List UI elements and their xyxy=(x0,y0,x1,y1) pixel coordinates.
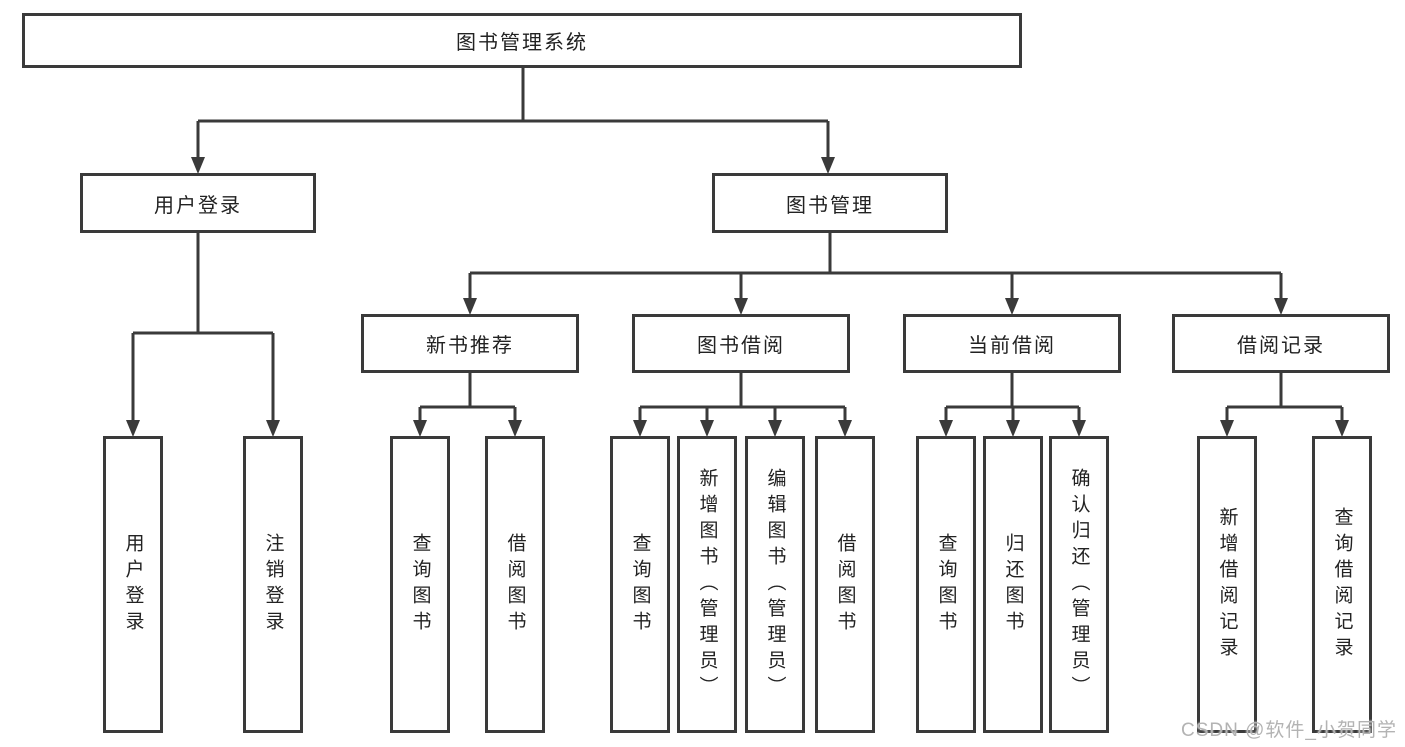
node-label: 图书管理 xyxy=(786,194,874,217)
node-label: 注销登录 xyxy=(262,532,284,637)
node-label: 归还图书 xyxy=(1002,532,1024,637)
node-label: 查询图书 xyxy=(629,532,651,637)
node-label: 借阅记录 xyxy=(1237,335,1325,357)
node-label: 借阅图书 xyxy=(504,532,526,637)
csdn-watermark: CSDN @软件_小贺同学 xyxy=(1181,720,1397,741)
leaf-query-borrow-record: 查询借阅记录 xyxy=(1312,436,1372,733)
leaf-query-books: 查询图书 xyxy=(916,436,976,733)
leaf-edit-books-admin: 编辑图书（管理员） xyxy=(745,436,805,733)
node-label: 新增借阅记录 xyxy=(1216,506,1238,663)
node-borrow-records: 借阅记录 xyxy=(1172,314,1390,373)
node-book-management-branch: 图书管理 xyxy=(712,173,948,233)
leaf-logout: 注销登录 xyxy=(243,436,303,733)
node-label: 查询借阅记录 xyxy=(1331,506,1353,663)
leaf-add-books-admin: 新增图书（管理员） xyxy=(677,436,737,733)
node-label: 图书管理系统 xyxy=(456,32,588,54)
node-label: 用户登录 xyxy=(154,194,242,217)
leaf-user-login: 用户登录 xyxy=(103,436,163,733)
leaf-query-books: 查询图书 xyxy=(610,436,670,733)
leaf-query-books: 查询图书 xyxy=(390,436,450,733)
node-user-login-branch: 用户登录 xyxy=(80,173,316,233)
leaf-add-borrow-record: 新增借阅记录 xyxy=(1197,436,1257,733)
node-current-borrow: 当前借阅 xyxy=(903,314,1121,373)
node-label: 新增图书（管理员） xyxy=(696,467,718,702)
leaf-borrow-books: 借阅图书 xyxy=(485,436,545,733)
node-label: 当前借阅 xyxy=(968,335,1056,357)
node-label: 图书借阅 xyxy=(697,335,785,357)
arrowheads xyxy=(126,157,1349,437)
node-label: 借阅图书 xyxy=(834,532,856,637)
node-label: 编辑图书（管理员） xyxy=(764,467,786,702)
node-label: 确认归还（管理员） xyxy=(1068,467,1090,702)
leaf-return-books: 归还图书 xyxy=(983,436,1043,733)
node-label: 用户登录 xyxy=(122,532,144,637)
node-label: 新书推荐 xyxy=(426,335,514,357)
node-label: 查询图书 xyxy=(935,532,957,637)
leaf-confirm-return-admin: 确认归还（管理员） xyxy=(1049,436,1109,733)
node-root-library-management-system: 图书管理系统 xyxy=(22,13,1022,68)
node-new-book-recommend: 新书推荐 xyxy=(361,314,579,373)
node-label: 查询图书 xyxy=(409,532,431,637)
node-book-borrow: 图书借阅 xyxy=(632,314,850,373)
leaf-borrow-books: 借阅图书 xyxy=(815,436,875,733)
